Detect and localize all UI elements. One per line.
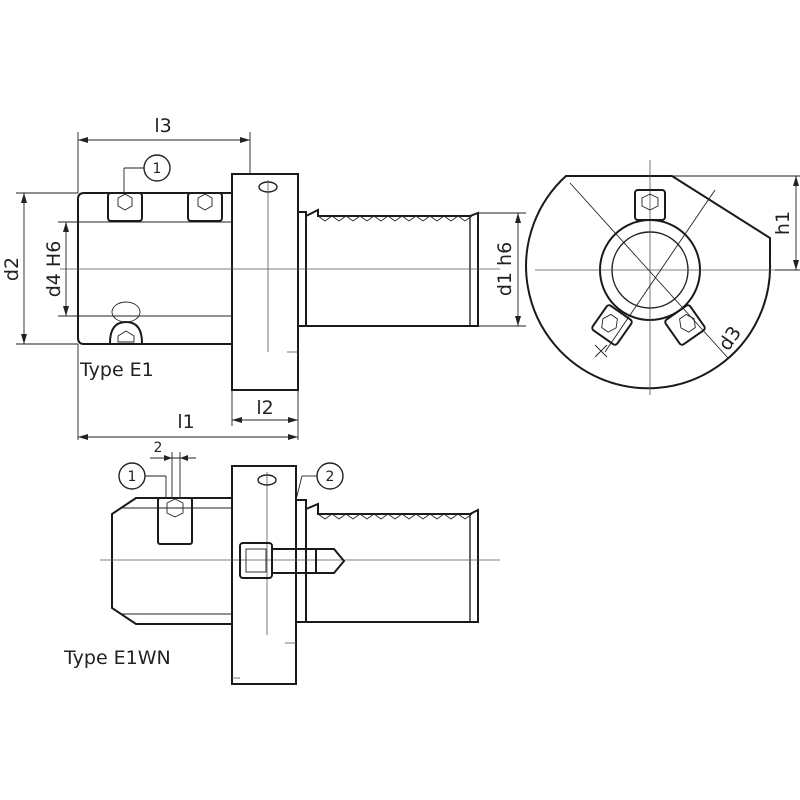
svg-text:2: 2 xyxy=(326,469,335,485)
set-screw-icon xyxy=(107,192,143,222)
dimension-l3: l3 xyxy=(77,115,251,193)
type-e1-label: Type E1 xyxy=(79,359,154,381)
set-screw-icon xyxy=(187,192,223,222)
dimension-d2: d2 xyxy=(1,192,78,345)
dimension-l2: l2 xyxy=(231,390,299,440)
dimension-l1: l1 xyxy=(77,344,298,440)
dimension-d4: d4 H6 xyxy=(43,221,84,317)
type-e1-view: 1 l3 d2 d4 H6 xyxy=(1,115,526,440)
svg-text:d4 H6: d4 H6 xyxy=(43,241,65,298)
svg-text:l2: l2 xyxy=(256,397,273,419)
set-screw-icon xyxy=(664,304,706,346)
svg-text:1: 1 xyxy=(128,469,137,485)
set-screw-icon xyxy=(109,301,143,344)
svg-text:2: 2 xyxy=(154,440,163,456)
end-view: h1 d3 xyxy=(525,160,800,395)
set-screw-icon xyxy=(157,497,193,545)
svg-text:l1: l1 xyxy=(177,411,194,433)
dimension-2: 2 xyxy=(150,440,196,498)
set-screw-icon xyxy=(591,304,633,346)
svg-text:d1 h6: d1 h6 xyxy=(494,242,516,296)
svg-text:h1: h1 xyxy=(772,211,794,235)
type-e1wn-view: 2 1 2 Type E1WN xyxy=(63,440,500,685)
dimension-d3: d3 xyxy=(714,322,746,354)
callout-2-bottom: 2 xyxy=(295,462,344,501)
adjusting-screw-icon xyxy=(239,542,346,579)
dimension-d1: d1 h6 xyxy=(478,212,526,327)
set-screw-icon xyxy=(634,189,666,221)
svg-text:d2: d2 xyxy=(1,257,23,281)
svg-text:l3: l3 xyxy=(154,115,171,137)
svg-text:1: 1 xyxy=(153,161,162,177)
type-e1wn-label: Type E1WN xyxy=(63,647,171,669)
callout-1-top: 1 xyxy=(123,154,171,193)
dimension-h1: h1 xyxy=(672,175,800,271)
callout-1-bottom: 1 xyxy=(118,462,167,498)
